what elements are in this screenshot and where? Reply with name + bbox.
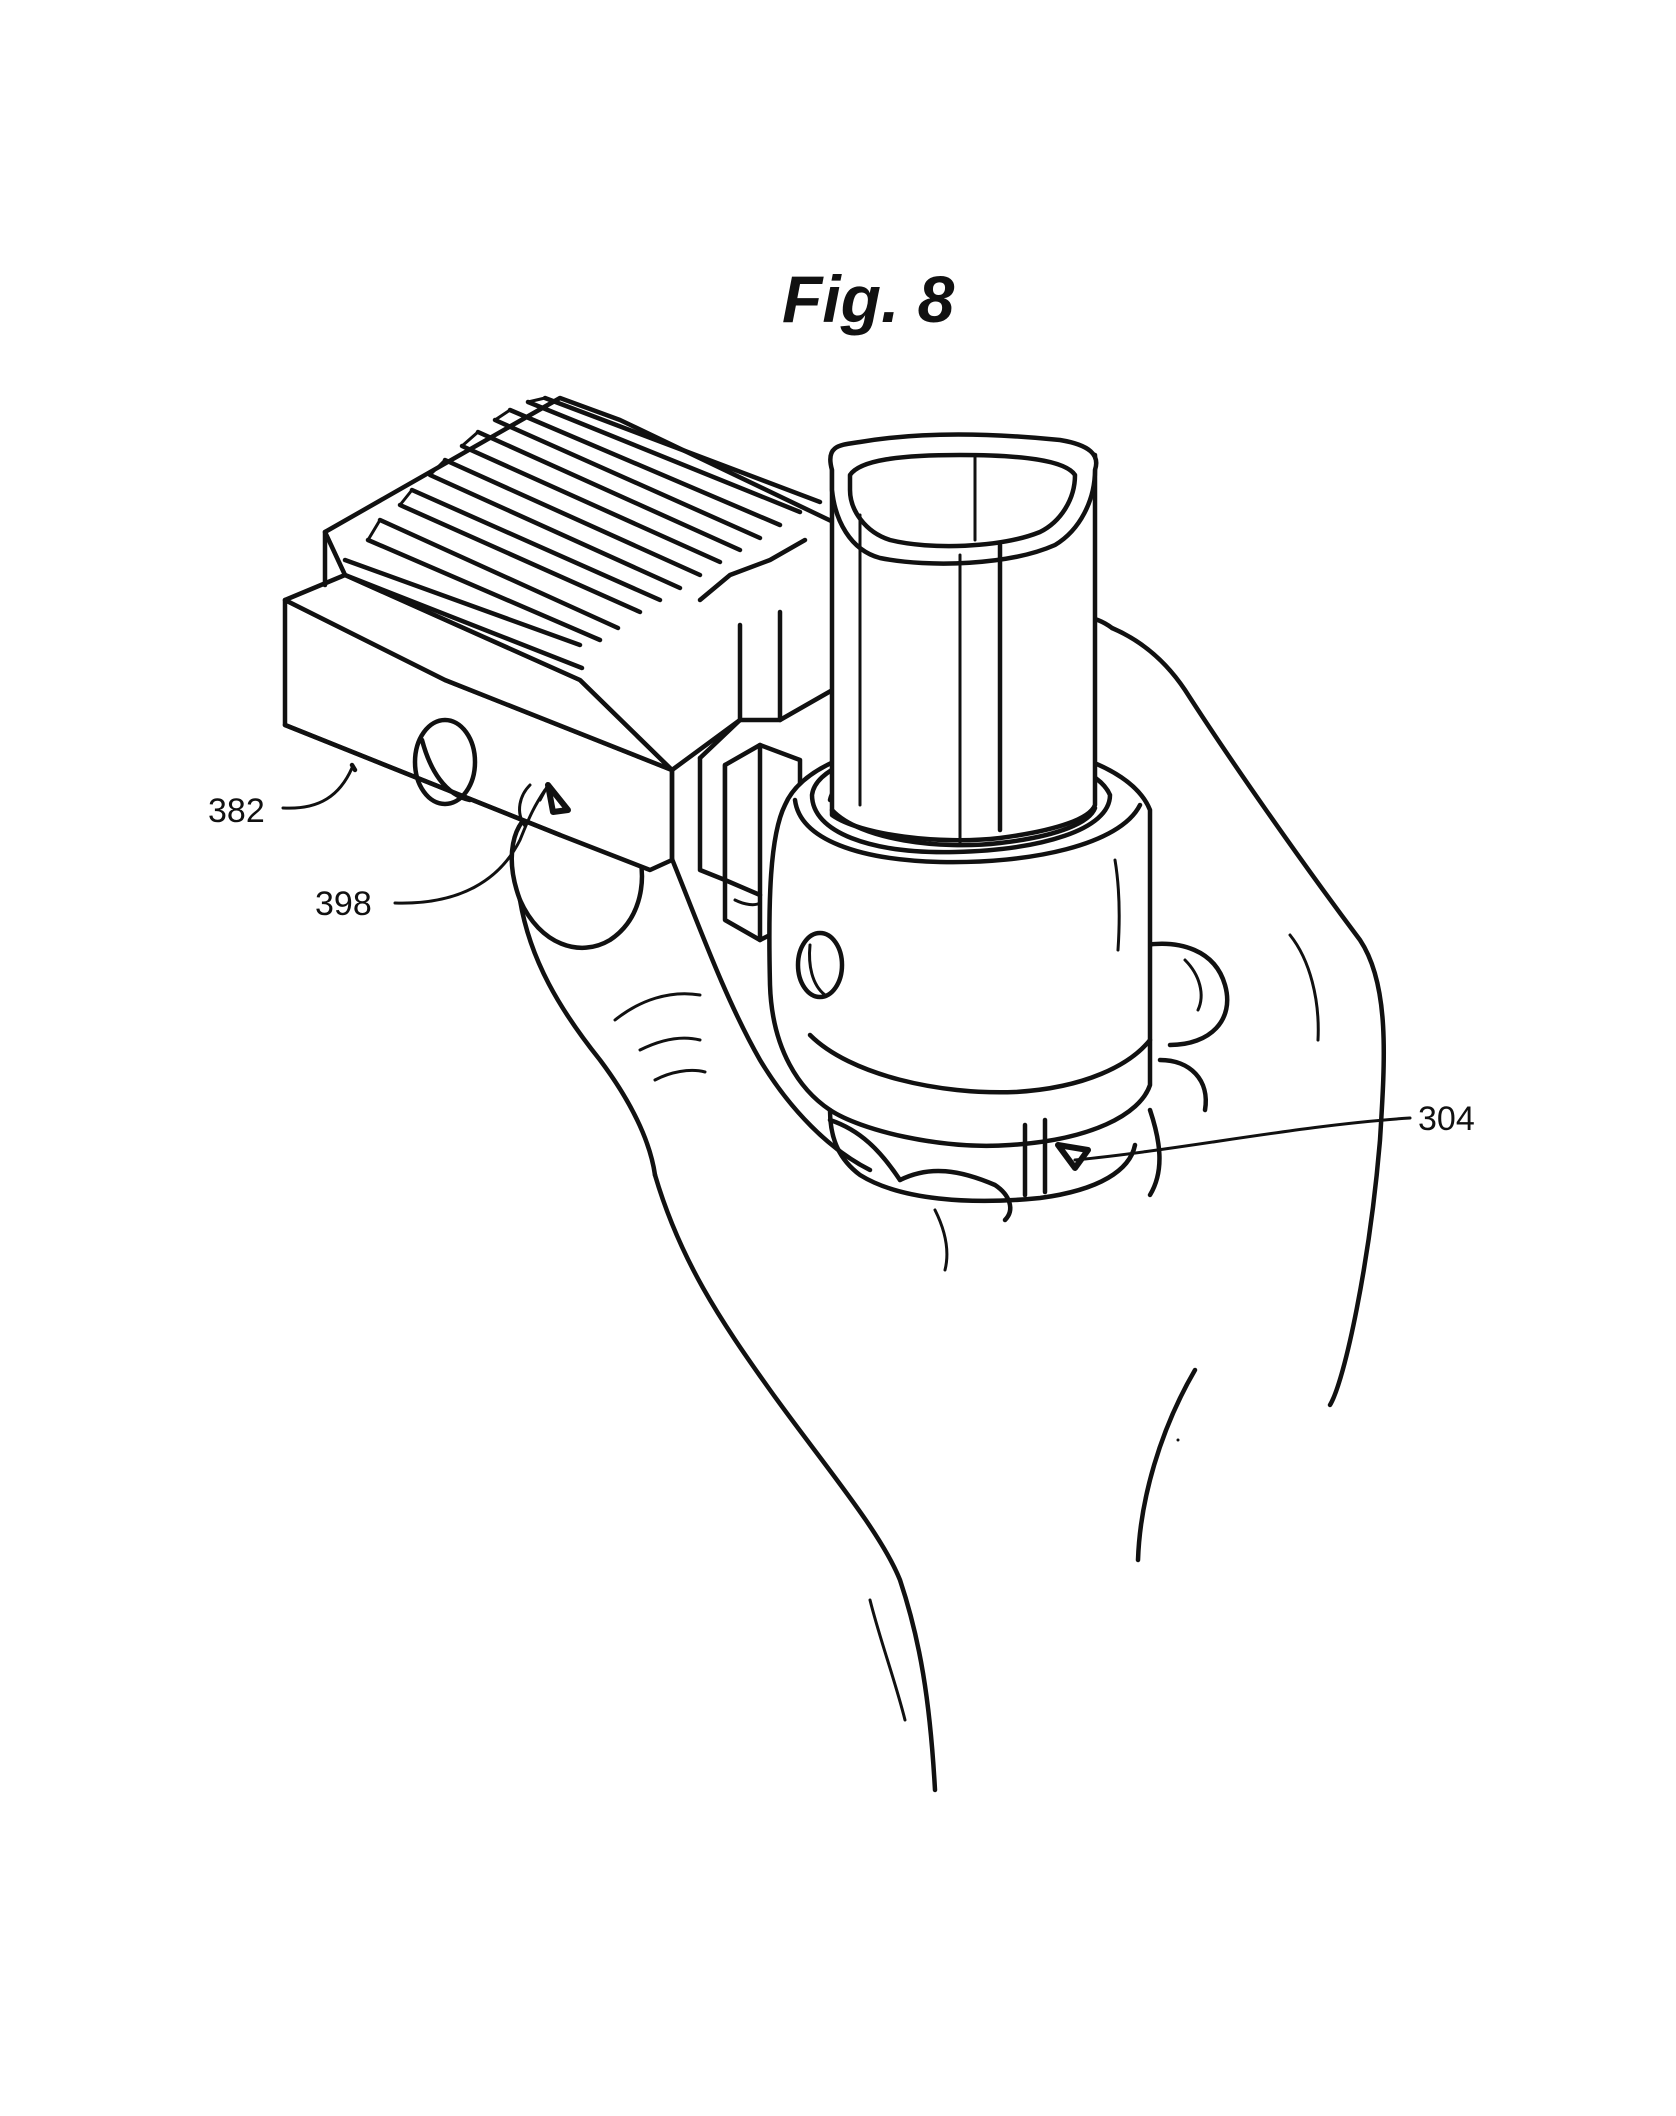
leader-lines xyxy=(281,766,1412,1162)
tube xyxy=(828,432,1099,848)
label-398: 398 xyxy=(315,885,372,923)
label-304: 304 xyxy=(1418,1100,1475,1138)
figure-title: Fig. 8 xyxy=(782,262,955,336)
label-382: 382 xyxy=(208,792,265,830)
grooved-block xyxy=(282,395,853,883)
